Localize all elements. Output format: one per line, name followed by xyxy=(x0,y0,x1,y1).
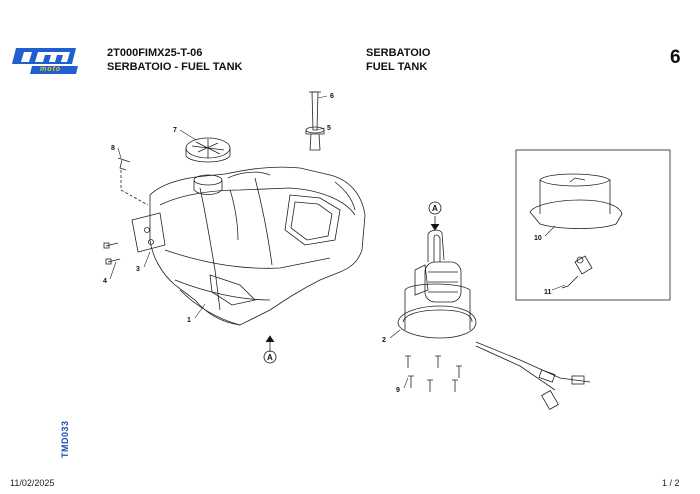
connector-part xyxy=(538,369,585,410)
callout-4: 4 xyxy=(103,278,107,285)
fuel-cap-part xyxy=(185,137,231,163)
fuel-pump-part xyxy=(397,229,591,391)
screw-part xyxy=(103,242,121,265)
callout-10: 10 xyxy=(534,235,542,242)
section-number: 6 xyxy=(670,47,681,68)
callout-11: 11 xyxy=(544,289,552,296)
drawing-code: 2T000FIMX25-T-06 xyxy=(107,47,203,59)
ref-a-upper: A xyxy=(432,204,438,213)
pump-screws-part xyxy=(405,355,462,392)
fitting-part xyxy=(561,255,593,289)
breather-valve-part xyxy=(305,91,325,151)
title-italian: SERBATOIO xyxy=(366,47,431,59)
ref-a-lower: A xyxy=(267,353,273,362)
bracket-part xyxy=(131,212,166,253)
tm-logo-icon xyxy=(12,48,78,74)
fuel-tank-part xyxy=(149,166,366,326)
ref-a-circle xyxy=(428,201,442,215)
filter-housing-part xyxy=(529,173,623,229)
callout-9: 9 xyxy=(396,387,400,394)
drawing-title: SERBATOIO - FUEL TANK xyxy=(107,61,243,73)
callout-8: 8 xyxy=(111,145,115,152)
callout-3: 3 xyxy=(136,266,140,273)
ref-a-circle xyxy=(263,350,277,364)
title-english: FUEL TANK xyxy=(366,61,428,73)
callout-5: 5 xyxy=(327,125,331,132)
detail-box xyxy=(515,149,671,301)
tm-moto-logo: tm moto xyxy=(10,42,82,78)
footer-page: 1 / 2 xyxy=(662,478,680,488)
callout-7: 7 xyxy=(173,127,177,134)
callout-1: 1 xyxy=(187,317,191,324)
logo-sub: moto xyxy=(40,66,62,73)
footer-date: 11/02/2025 xyxy=(10,478,55,488)
callout-6: 6 xyxy=(330,93,334,100)
callout-2: 2 xyxy=(382,337,386,344)
screw-8-part xyxy=(117,157,131,171)
vertical-code: TMD033 xyxy=(60,420,70,458)
